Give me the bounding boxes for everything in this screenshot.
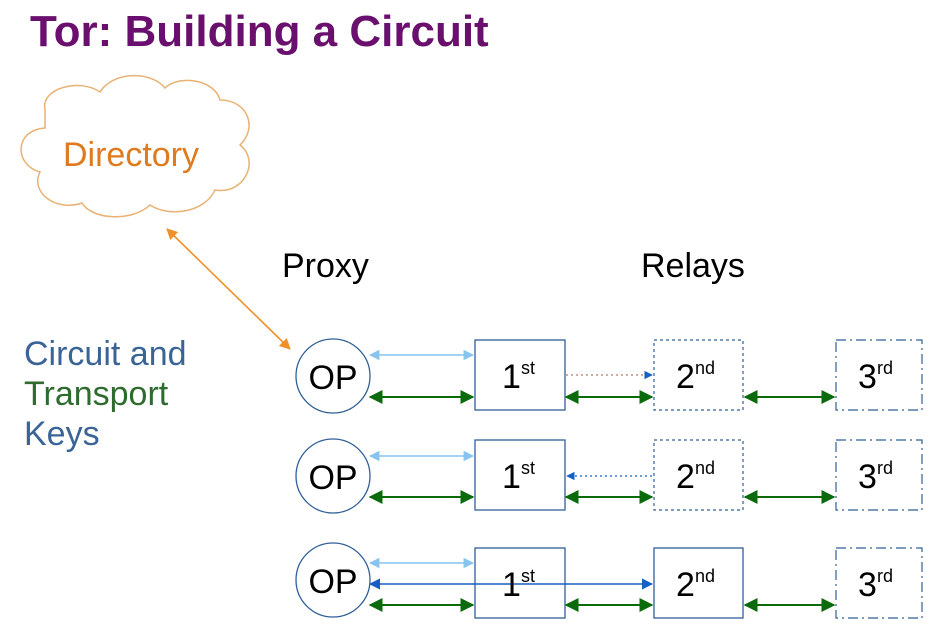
relay-1-label: 1: [502, 358, 521, 396]
relay-2-box: [653, 339, 744, 411]
relay-2-sup: nd: [695, 458, 715, 478]
relay-2-box: [653, 547, 744, 619]
relay-2-label: 2: [676, 566, 695, 604]
op-node: [295, 338, 371, 414]
relay-3-sup: rd: [877, 358, 893, 378]
op-label: OP: [308, 459, 357, 497]
relay-2-label: 2: [676, 358, 695, 396]
keys-legend: Circuit and Transport Keys: [24, 334, 187, 454]
relay-1-box: [474, 339, 566, 411]
relay-3-box: [835, 439, 923, 511]
relays-label: Relays: [641, 247, 745, 285]
circuit-keys-label: Circuit and: [24, 335, 187, 373]
proxy-label: Proxy: [282, 247, 369, 285]
relay-3-label: 3: [858, 566, 877, 604]
op-label: OP: [308, 563, 357, 601]
keys-label: Keys: [24, 415, 100, 453]
directory-cloud: Directory: [20, 75, 250, 218]
op-node: [295, 438, 371, 514]
relay-2-sup: nd: [695, 566, 715, 586]
directory-op-arrow: [166, 228, 291, 350]
relay-2-box: [653, 439, 744, 511]
relay-1-box: [474, 439, 566, 511]
relay-1-label: 1: [502, 458, 521, 496]
page-title: Tor: Building a Circuit: [30, 7, 489, 56]
relay-1-label: 1: [502, 566, 521, 604]
relay-3-sup: rd: [877, 566, 893, 586]
relay-3-label: 3: [858, 358, 877, 396]
relay-3-label: 3: [858, 458, 877, 496]
relay-1-sup: st: [521, 566, 535, 586]
relay-1-sup: st: [521, 458, 535, 478]
directory-label: Directory: [63, 136, 199, 174]
relay-3-box: [835, 547, 923, 619]
relay-2-label: 2: [676, 458, 695, 496]
relay-3-sup: rd: [877, 458, 893, 478]
circuit-row-1: OP 1 st 2 nd 3 rd: [295, 338, 923, 414]
op-label: OP: [308, 359, 357, 397]
transport-keys-label: Transport: [24, 375, 169, 413]
circuit-row-3: 2 nd 3 rd OP 1 st: [295, 542, 923, 619]
relay-3-box: [835, 339, 923, 411]
circuit-row-2: OP 1 st 2 nd 3 rd: [295, 438, 923, 514]
relay-2-sup: nd: [695, 358, 715, 378]
relay-1-sup: st: [521, 358, 535, 378]
